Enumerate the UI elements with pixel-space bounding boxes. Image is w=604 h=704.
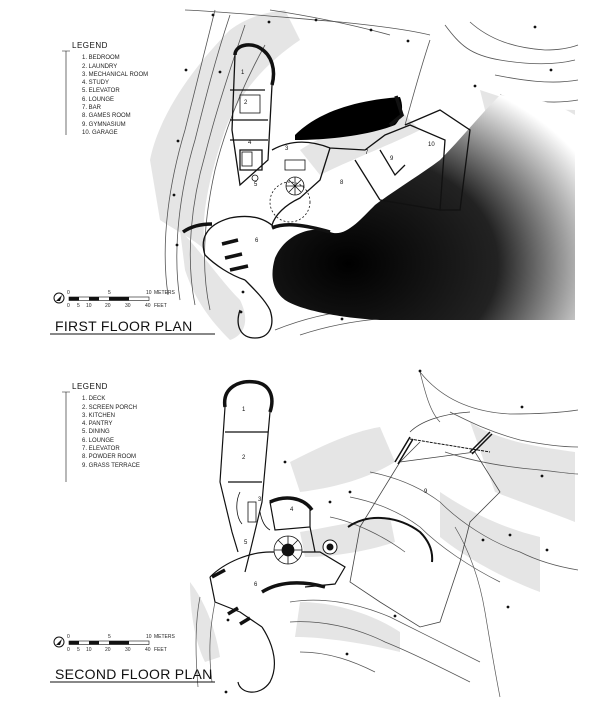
room-number: 2 bbox=[242, 455, 246, 461]
scale-bar bbox=[53, 636, 150, 648]
scale-tick: 0 bbox=[67, 303, 70, 309]
contour-lines bbox=[164, 9, 579, 336]
room-number: 4 bbox=[290, 507, 294, 513]
room-number: 7 bbox=[365, 150, 369, 156]
room-number: 5 bbox=[254, 182, 258, 188]
legend-item: 3. MECHANICAL ROOM bbox=[82, 71, 149, 78]
room-number: 3 bbox=[258, 497, 262, 503]
legend-title: LEGEND bbox=[72, 382, 108, 391]
scale-tick: 20 bbox=[105, 647, 111, 653]
scale-tick: 40 bbox=[145, 303, 151, 309]
scale-tick: 20 bbox=[105, 303, 111, 309]
second-floor-legend: LEGEND 1. DECK 2. SCREEN PORCH 3. KITCHE… bbox=[72, 382, 140, 470]
furniture bbox=[236, 491, 271, 531]
scale-tick: 5 bbox=[77, 647, 80, 653]
legend-item: 7. ELEVATOR bbox=[82, 446, 120, 453]
survey-dots bbox=[172, 13, 553, 321]
scale-tick: 40 bbox=[145, 647, 151, 653]
contour-lines bbox=[195, 371, 579, 698]
scale-unit: FEET bbox=[154, 647, 167, 653]
scale-tick: 10 bbox=[146, 634, 152, 640]
legend-item: 10. GARAGE bbox=[82, 129, 118, 136]
room-number: 1 bbox=[241, 70, 245, 76]
legend-item: 9. GYMNASIUM bbox=[82, 121, 126, 128]
bridge-stair bbox=[394, 431, 493, 465]
scale-tick: 0 bbox=[67, 647, 70, 653]
legend-title: LEGEND bbox=[72, 41, 108, 50]
garage-void bbox=[295, 97, 403, 140]
scale-tick: 10 bbox=[86, 303, 92, 309]
legend-item: 2. LAUNDRY bbox=[82, 63, 118, 70]
scale-tick: 30 bbox=[125, 647, 131, 653]
legend-item: 8. POWDER ROOM bbox=[82, 454, 137, 461]
room-number: 6 bbox=[255, 238, 259, 244]
scale-tick: 5 bbox=[77, 303, 80, 309]
terrace-outline bbox=[349, 411, 501, 628]
room-number: 3 bbox=[285, 146, 289, 152]
legend-item: 6. LOUNGE bbox=[82, 437, 115, 444]
elevator bbox=[322, 539, 338, 555]
thick-walls bbox=[211, 379, 326, 626]
legend-item: 5. DINING bbox=[82, 429, 110, 436]
legend-item: 1. BEDROOM bbox=[82, 55, 120, 62]
legend-item: 4. STUDY bbox=[82, 80, 110, 87]
first-floor-sheet: LEGEND 1. BEDROOM 2. LAUNDRY 3. MECHANIC… bbox=[50, 9, 579, 340]
legend-bracket bbox=[62, 50, 70, 135]
scale-tick: 0 bbox=[67, 290, 70, 296]
second-floor-plan-drawing bbox=[50, 369, 579, 698]
bridge-rail bbox=[409, 438, 491, 453]
scale-unit: METERS bbox=[154, 290, 175, 296]
legend-item: 6. LOUNGE bbox=[82, 96, 115, 103]
legend-item: 8. GAMES ROOM bbox=[82, 113, 131, 120]
scale-bar bbox=[53, 292, 150, 304]
room-number: 9 bbox=[390, 156, 394, 162]
room-number: 9 bbox=[424, 489, 428, 495]
legend-bracket bbox=[62, 391, 70, 482]
room-number: 5 bbox=[244, 540, 248, 546]
room-number: 4 bbox=[248, 140, 252, 146]
second-floor-title: SECOND FLOOR PLAN bbox=[55, 666, 213, 682]
room-number: 10 bbox=[428, 142, 435, 148]
survey-dots bbox=[224, 369, 549, 694]
scale-unit: FEET bbox=[154, 303, 167, 309]
scale-tick: 5 bbox=[108, 290, 111, 296]
room-number: 1 bbox=[242, 407, 246, 413]
legend-item: 3. KITCHEN bbox=[82, 412, 116, 419]
scale-unit: METERS bbox=[154, 634, 175, 640]
first-floor-legend: LEGEND 1. BEDROOM 2. LAUNDRY 3. MECHANIC… bbox=[72, 41, 149, 137]
legend-item: 4. PANTRY bbox=[82, 421, 113, 428]
legend-item: 5. ELEVATOR bbox=[82, 88, 120, 95]
scale-tick: 30 bbox=[125, 303, 131, 309]
scale-tick: 5 bbox=[108, 634, 111, 640]
stair-spiral bbox=[273, 535, 303, 565]
room-number: 2 bbox=[244, 100, 248, 106]
furniture bbox=[239, 94, 306, 182]
first-floor-plan-drawing bbox=[50, 9, 579, 340]
scale-tick: 0 bbox=[67, 634, 70, 640]
thick-walls bbox=[181, 43, 405, 272]
legend-item: 2. SCREEN PORCH bbox=[82, 404, 138, 411]
legend-item: 7. BAR bbox=[82, 105, 102, 112]
legend-item: 9. GRASS TERRACE bbox=[82, 462, 140, 469]
scale-tick: 10 bbox=[146, 290, 152, 296]
scale-tick: 10 bbox=[86, 647, 92, 653]
terrain-shading bbox=[190, 422, 575, 662]
legend-item: 1. DECK bbox=[82, 396, 106, 403]
first-floor-title: FIRST FLOOR PLAN bbox=[55, 318, 193, 334]
room-number: 8 bbox=[340, 180, 344, 186]
room-number: 6 bbox=[254, 582, 258, 588]
stair-spiral bbox=[269, 176, 311, 223]
retaining-curve bbox=[347, 516, 434, 563]
second-floor-sheet: LEGEND 1. DECK 2. SCREEN PORCH 3. KITCHE… bbox=[0, 352, 604, 704]
